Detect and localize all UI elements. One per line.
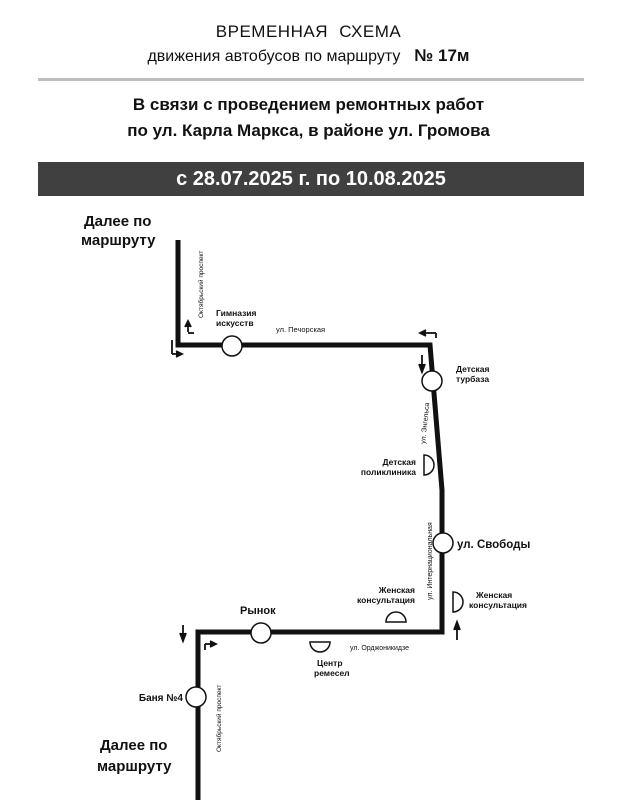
label-konsultatsiya-left-2: консультация [357, 595, 415, 605]
street-oktyabrsky-top: Октябрьский проспект [197, 251, 205, 318]
label-poliklinika-2: поликлиника [361, 467, 416, 477]
label-poliklinika-1: Детская [383, 457, 417, 467]
route-line [175, 240, 445, 800]
label-konsultatsiya-right-1: Женская [475, 590, 512, 600]
continue-bottom-line2: маршруту [97, 758, 172, 775]
stop-banya [185, 686, 207, 708]
label-banya: Баня №4 [139, 693, 184, 704]
label-tsentr-1: Центр [317, 658, 343, 668]
stop-gimnaziya [221, 335, 243, 357]
notice-line-2: по ул. Карла Маркса, в районе ул. Громов… [127, 121, 490, 140]
label-konsultatsiya-left-1: Женская [378, 585, 415, 595]
stop-svobody [432, 532, 454, 554]
label-turbaza-1: Детская [456, 364, 490, 374]
continue-top-line2: маршруту [81, 232, 156, 249]
continue-bottom-line1: Далее по [100, 737, 167, 754]
label-gimnaziya-2: искусств [216, 318, 254, 328]
page-subtitle: движения автобусов по маршруту № 17м [0, 46, 617, 66]
stop-konsultatsiya-right [452, 591, 464, 613]
direction-arrows [171, 318, 461, 650]
label-konsultatsiya-right-2: консультация [469, 600, 527, 610]
route-number: № 17м [414, 46, 470, 65]
continue-top-line1: Далее по [84, 213, 151, 230]
stop-tsentr [309, 641, 331, 653]
street-oktyabrsky-bottom: Октябрьский проспект [215, 685, 223, 752]
stop-rynok [250, 622, 272, 644]
notice-line-1: В связи с проведением ремонтных работ [132, 95, 485, 114]
street-pechorskaya: ул. Печорская [276, 325, 325, 334]
subtitle-text: движения автобусов по маршруту [147, 48, 401, 65]
page-title: ВРЕМЕННАЯ СХЕМА [215, 22, 402, 41]
label-gimnaziya-1: Гимназия [216, 308, 257, 318]
street-engelsa: ул. Энгельса [420, 402, 431, 444]
stop-poliklinika [423, 454, 435, 476]
label-turbaza-2: турбаза [456, 374, 489, 384]
header-divider [38, 78, 584, 81]
label-tsentr-2: ремесел [314, 668, 350, 678]
street-internatsionalnaya: ул. Интернациональная [427, 522, 434, 600]
label-svobody: ул. Свободы [457, 539, 530, 551]
label-rynok: Рынок [240, 605, 276, 617]
period-banner: с 28.07.2025 г. по 10.08.2025 [38, 162, 584, 196]
stop-konsultatsiya-left [385, 611, 407, 623]
street-ordzhonikidze: ул. Орджоникидзе [350, 645, 409, 652]
stop-turbaza [421, 370, 443, 392]
